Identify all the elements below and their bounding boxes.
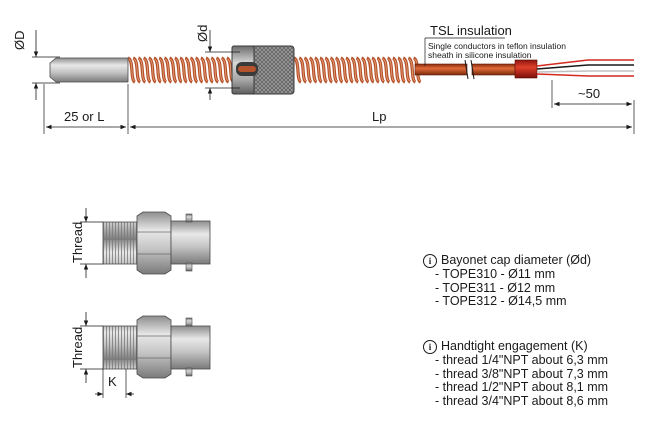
engagement-label: K	[108, 374, 117, 389]
tsl-callout: TSL insulation Single conductors in tefl…	[424, 23, 566, 66]
spring-highlight	[299, 58, 307, 82]
spring-highlight	[304, 58, 312, 82]
spring-highlight	[159, 58, 167, 82]
spring-highlight	[356, 58, 364, 82]
break-mark	[464, 59, 475, 80]
spring-highlight	[133, 58, 141, 82]
spring-highlight	[341, 58, 348, 82]
spring-highlight	[335, 58, 343, 82]
tsl-line1: Single conductors in teflon insulation	[428, 41, 566, 51]
dim-d: Ød	[195, 25, 240, 100]
spring-highlight	[169, 58, 177, 82]
tsl-title: TSL insulation	[430, 23, 512, 38]
spring-highlight	[309, 58, 317, 82]
bayonet-note-item: - TOPE312 - Ø14,5 mm	[435, 294, 567, 308]
spring-highlight	[387, 58, 395, 82]
probe-length-label: Lp	[372, 109, 386, 124]
spring-highlight	[377, 58, 385, 82]
spring-highlight	[138, 58, 146, 82]
info-icon: i	[423, 254, 437, 268]
handtight-note-heading: Handtight engagement (K)	[441, 339, 588, 354]
conductor-wires	[536, 59, 634, 77]
spring-highlight	[195, 58, 203, 82]
spring-highlight	[398, 58, 405, 82]
bayonet-note: i Bayonet cap diameter (Ød) - TOPE310 - …	[423, 254, 591, 309]
dim-D-label: ØD	[12, 31, 27, 51]
spring-highlight	[221, 58, 229, 82]
spring-highlight	[216, 58, 224, 82]
silicone-sheath	[471, 63, 516, 76]
bayonet-note-item: - TOPE310 - Ø11 mm	[435, 267, 556, 281]
dim-d-label: Ød	[195, 25, 210, 42]
spring-highlight	[367, 58, 374, 82]
bayonet-note-item: - TOPE311 - Ø12 mm	[435, 280, 556, 295]
thread-label-1: Thread	[70, 222, 85, 263]
adapter-view-2: Thread K	[70, 312, 211, 398]
wire-length-label: ~50	[578, 86, 600, 101]
thread-label-2: Thread	[70, 327, 85, 368]
hex-nut	[136, 211, 172, 275]
spring-highlight	[190, 58, 198, 82]
spring-highlight	[185, 58, 193, 82]
spring-highlight	[143, 58, 151, 82]
spring-highlight	[320, 58, 327, 82]
probe-assembly	[49, 45, 634, 95]
spring-highlight	[330, 58, 338, 82]
handtight-note-item: - thread 1/2"NPT about 8,1 mm	[435, 380, 609, 394]
spring-highlight	[346, 58, 353, 82]
spring-highlight	[361, 58, 369, 82]
spring-highlight	[325, 58, 333, 82]
spring-highlight	[164, 58, 172, 82]
spring-highlight	[175, 58, 182, 82]
bayonet-note-title: i Bayonet cap diameter (Ød)	[423, 254, 591, 268]
bayonet-note-heading: Bayonet cap diameter (Ød)	[441, 253, 592, 268]
bayonet-body-2	[170, 325, 211, 370]
info-icon: i	[423, 340, 437, 354]
spring-highlight	[294, 58, 301, 82]
handtight-note-item: - thread 1/4"NPT about 6,3 mm	[435, 353, 609, 367]
handtight-note-item: - thread 3/8"NPT about 7,3 mm	[435, 366, 609, 381]
spring-highlight	[315, 58, 322, 82]
spring-highlight	[201, 58, 208, 82]
spring-highlight	[408, 58, 416, 82]
spring-highlight	[351, 58, 359, 82]
thread-section	[102, 221, 138, 265]
teflon-sheath	[414, 63, 468, 76]
spring-highlight	[382, 58, 390, 82]
spring-highlight	[128, 58, 135, 82]
spring-highlight	[211, 58, 219, 82]
handtight-note: i Handtight engagement (K) - thread 1/4"…	[423, 340, 608, 408]
handtight-note-item: - thread 3/4"NPT about 8,6 mm	[435, 393, 609, 408]
dim-D: ØD	[12, 30, 60, 100]
handtight-note-title: i Handtight engagement (K)	[423, 340, 608, 354]
spring-highlight	[372, 58, 379, 82]
thread-section-2	[102, 325, 138, 370]
spring-highlight	[403, 58, 411, 82]
end-sleeve	[514, 59, 538, 79]
spring-highlight	[149, 58, 156, 82]
probe-tip	[49, 57, 129, 83]
bayonet-pin	[185, 213, 193, 223]
dim-lengths: 25 or L Lp ~50	[43, 80, 635, 134]
spring-highlight	[154, 58, 161, 82]
hex-nut-2	[136, 315, 172, 379]
spring-highlight	[180, 58, 187, 82]
spring-highlight	[393, 58, 400, 82]
tip-length-label: 25 or L	[64, 109, 104, 124]
tsl-line2: sheath in silicone insulation	[428, 50, 532, 60]
adapter-view-1: Thread	[70, 208, 211, 278]
spring-highlight	[206, 58, 213, 82]
bayonet-body	[170, 220, 211, 265]
